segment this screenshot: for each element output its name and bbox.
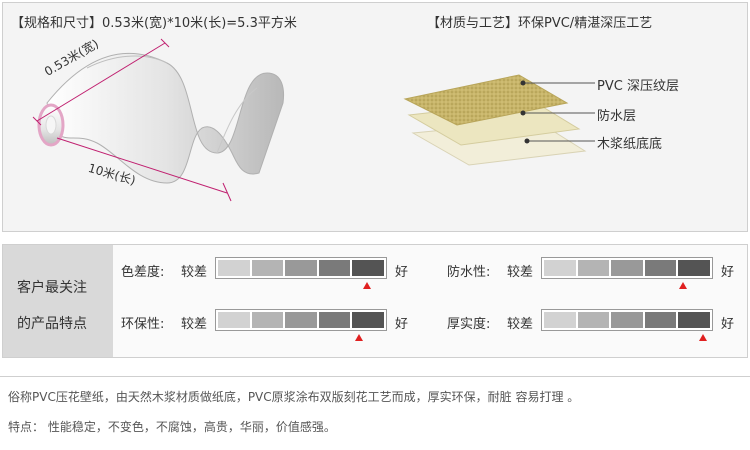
attr-low-waterproof: 较差	[507, 265, 534, 280]
layer-label-pvc: PVC 深压纹层	[597, 79, 679, 94]
attr-name-color-difference: 色差度:	[121, 265, 165, 280]
scale-segment	[318, 312, 351, 328]
rating-marker-eco-friendly	[355, 334, 363, 341]
attr-name-waterproof: 防水性:	[447, 265, 491, 280]
scale-segment	[577, 260, 610, 276]
attr-high-eco-friendly: 好	[395, 317, 409, 332]
heading-line-1: 客户最关注	[17, 280, 87, 296]
scale-segment	[218, 312, 250, 328]
scale-segment	[611, 260, 643, 276]
scale-segment	[251, 312, 284, 328]
layer-label-pulp-paper: 木浆纸底底	[597, 137, 663, 152]
scale-segment	[678, 312, 710, 328]
rating-scale-eco-friendly	[215, 309, 387, 331]
attr-high-waterproof: 好	[721, 265, 735, 280]
scale-segment	[218, 260, 250, 276]
spec-title: 【规格和尺寸】0.53米(宽)*10米(长)=5.3平方米	[11, 16, 297, 31]
layer-label-waterproof: 防水层	[597, 109, 637, 124]
attr-name-thickness: 厚实度:	[447, 317, 491, 332]
material-layers-illustration	[403, 74, 595, 166]
attr-low-thickness: 较差	[507, 317, 534, 332]
attr-low-color-difference: 较差	[181, 265, 208, 280]
rating-scale-color-difference	[215, 257, 387, 279]
scale-segment	[285, 260, 317, 276]
scale-segment	[544, 312, 576, 328]
attr-low-eco-friendly: 较差	[181, 317, 208, 332]
heading-line-2: 的产品特点	[17, 316, 87, 332]
rating-scale-thickness	[541, 309, 713, 331]
scale-segment	[611, 312, 643, 328]
wallpaper-roll-illustration	[32, 38, 285, 202]
product-info-panel: 【规格和尺寸】0.53米(宽)*10米(长)=5.3平方米 【材质与工艺】环保P…	[2, 2, 748, 232]
scale-segment	[577, 312, 610, 328]
divider	[0, 376, 750, 377]
scale-segment	[644, 312, 677, 328]
scale-segment	[318, 260, 351, 276]
scale-segment	[644, 260, 677, 276]
attr-high-thickness: 好	[721, 317, 735, 332]
description-line-2: 特点： 性能稳定，不变色，不腐蚀，高贵，华丽，价值感强。	[8, 420, 336, 434]
rating-scale-waterproof	[541, 257, 713, 279]
scale-segment	[544, 260, 576, 276]
scale-segment	[251, 260, 284, 276]
scale-segment	[352, 312, 384, 328]
attr-high-color-difference: 好	[395, 265, 409, 280]
rating-marker-waterproof	[679, 282, 687, 289]
material-title: 【材质与工艺】环保PVC/精湛深压工艺	[427, 16, 653, 31]
scale-segment	[678, 260, 710, 276]
scale-segment	[285, 312, 317, 328]
customer-focus-heading: 客户最关注 的产品特点	[3, 245, 113, 357]
rating-marker-color-difference	[363, 282, 371, 289]
attr-name-eco-friendly: 环保性:	[121, 317, 165, 332]
description-line-1: 俗称PVC压花壁纸，由天然木浆材质做纸底，PVC原浆涂布双版刻花工艺而成，厚实环…	[8, 390, 580, 404]
rating-marker-thickness	[699, 334, 707, 341]
scale-segment	[352, 260, 384, 276]
customer-focus-section: 客户最关注 的产品特点 色差度: 较差 好 防水性: 较差 好 环保性: 较差 …	[2, 244, 748, 358]
